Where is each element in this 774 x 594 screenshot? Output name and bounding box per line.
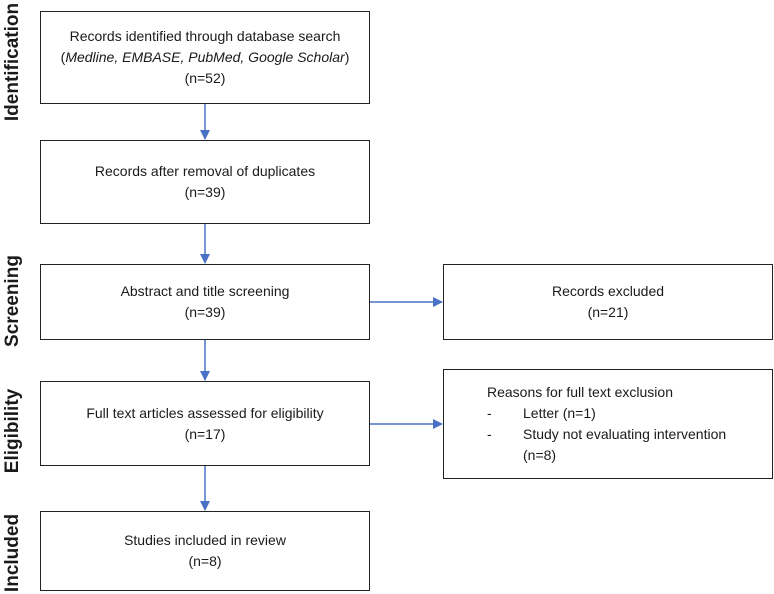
duplicates-count: (n=39): [184, 184, 226, 200]
reason-text: Study not evaluating intervention: [523, 426, 727, 442]
full-text-count: (n=17): [184, 425, 226, 442]
box-duplicates-removed: Records after removal of duplicates (n=3…: [40, 140, 370, 224]
reason-bullet: -: [487, 426, 492, 442]
box-studies-included: Studies included in review (n=8): [40, 511, 370, 591]
reasons-title: Reasons for full text exclusion: [487, 384, 673, 400]
box-screening: Abstract and title screening (n=39): [40, 264, 370, 340]
excluded-count: (n=21): [587, 304, 629, 320]
box-records-identified: Records identified through database sear…: [40, 11, 370, 104]
identified-label: Records identified through database sear…: [69, 28, 341, 44]
included-count: (n=8): [188, 553, 222, 569]
screening-count: (n=39): [184, 304, 226, 320]
identified-sources: Medline, EMBASE, PubMed, Google Scholar: [65, 49, 345, 65]
screening-label: Abstract and title screening: [120, 283, 290, 299]
box-exclusion-reasons: Reasons for full text exclusion - Letter…: [443, 369, 773, 479]
reason-text: Letter (n=1): [523, 405, 596, 421]
reason-item: - Letter (n=1): [487, 403, 596, 424]
duplicates-label: Records after removal of duplicates: [94, 163, 316, 179]
box-records-excluded: Records excluded (n=21): [443, 264, 773, 340]
reason-bullet: -: [487, 405, 492, 421]
included-label: Studies included in review: [124, 532, 286, 548]
identified-count: (n=52): [184, 70, 226, 86]
reason-count: (n=8): [523, 447, 557, 463]
identified-sources-line: (Medline, EMBASE, PubMed, Google Scholar…: [60, 49, 350, 65]
excluded-label: Records excluded: [551, 283, 665, 299]
full-text-label: Full text articles assessed for eligibil…: [86, 404, 324, 421]
box-full-text: Full text articles assessed for eligibil…: [40, 381, 370, 466]
reason-item: - Study not evaluating intervention: [487, 424, 726, 445]
